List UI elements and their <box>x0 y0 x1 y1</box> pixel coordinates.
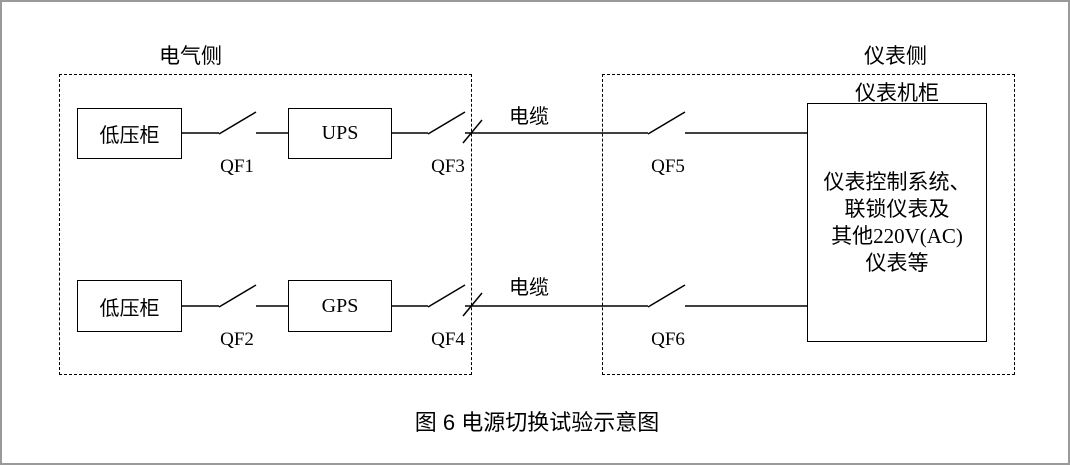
breaker-qf1-symbol <box>218 111 257 135</box>
instrument-cabinet-title: 仪表机柜 <box>855 81 939 105</box>
ups-box: UPS <box>288 108 392 159</box>
cabinet-text-line-2: 联锁仪表及 <box>844 196 950 221</box>
breaker-qf4-symbol <box>427 284 466 308</box>
instrument-side-label: 仪表侧 <box>864 44 927 68</box>
gps-box: GPS <box>288 280 392 332</box>
breaker-label-qf4: QF4 <box>431 329 465 350</box>
cabinet-text-line-3: 其他220V(AC) <box>831 223 963 248</box>
cable-slash-top <box>462 119 483 144</box>
breaker-label-qf2: QF2 <box>220 329 254 350</box>
electrical-side-label: 电气侧 <box>159 44 222 68</box>
breaker-qf6-symbol <box>647 284 686 308</box>
cabinet-text-line-1: 仪表控制系统、 <box>823 169 971 194</box>
cable-label-bottom: 电缆 <box>509 277 549 299</box>
breaker-qf5-symbol <box>647 111 686 135</box>
breaker-qf2-symbol <box>218 284 257 308</box>
figure-caption: 图 6 电源切换试验示意图 <box>414 410 660 435</box>
breaker-label-qf1: QF1 <box>220 156 254 177</box>
low-voltage-cabinet-top: 低压柜 <box>77 108 182 159</box>
low-voltage-cabinet-bottom: 低压柜 <box>77 280 182 332</box>
cabinet-text-line-4: 仪表等 <box>865 250 929 275</box>
breaker-qf3-symbol <box>427 111 466 135</box>
cable-label-top: 电缆 <box>509 106 549 128</box>
instrument-side-region <box>602 74 1015 375</box>
electrical-side-region <box>59 74 472 375</box>
breaker-label-qf6: QF6 <box>651 329 685 350</box>
instrument-cabinet-box: 仪表控制系统、 联锁仪表及 其他220V(AC) 仪表等 <box>807 103 987 342</box>
breaker-label-qf5: QF5 <box>651 156 685 177</box>
breaker-label-qf3: QF3 <box>431 156 465 177</box>
cable-slash-bottom <box>462 292 483 317</box>
